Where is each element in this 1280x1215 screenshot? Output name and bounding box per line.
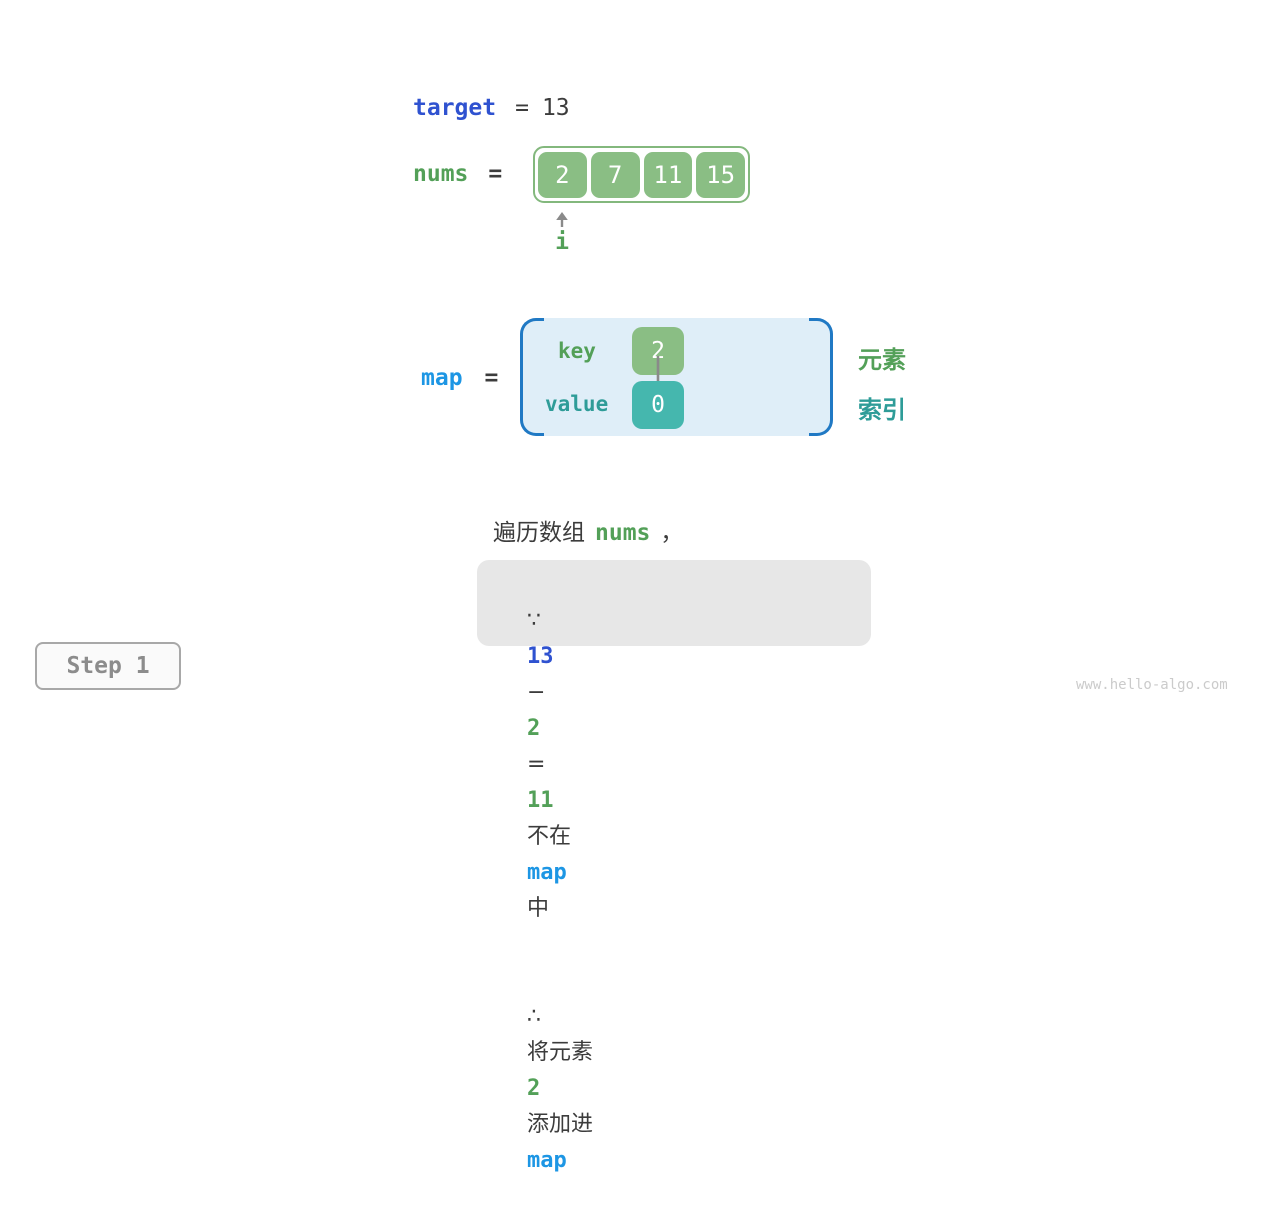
index-side-label: 索引 <box>858 396 906 424</box>
nums-keyword: nums <box>595 520 651 546</box>
array-cell: 7 <box>590 151 640 198</box>
step-badge: Step 1 <box>35 642 181 690</box>
because-sign: ∵ <box>526 608 541 633</box>
element-side-label: 元素 <box>858 346 906 374</box>
right-bracket <box>809 318 833 436</box>
nums-array: 2 7 11 15 <box>533 146 750 203</box>
key-row-label: key <box>558 339 596 363</box>
minus-sign: − <box>526 680 546 705</box>
target-value: 13 <box>541 95 570 121</box>
array-cell: 11 <box>643 151 693 198</box>
difference-number: 11 <box>526 788 554 813</box>
step-badge-label: Step 1 <box>66 653 150 679</box>
caption-line: 遍历数组 nums ， <box>493 513 683 547</box>
map-keyword: map <box>526 860 567 885</box>
note-text: 不在 <box>526 824 571 849</box>
caption-prefix: 遍历数组 <box>493 520 585 546</box>
index-pointer-label: i <box>555 229 569 255</box>
element-number: 2 <box>526 1076 541 1101</box>
equals-sign: = <box>484 365 499 391</box>
equals-sign: = <box>526 752 546 777</box>
target-equation: target = 13 <box>413 95 570 121</box>
caption-suffix: ， <box>660 520 684 546</box>
equals-sign: = <box>515 95 529 121</box>
array-cell: 2 <box>538 151 587 198</box>
equals-sign: = <box>488 161 503 187</box>
target-keyword: target <box>413 95 497 121</box>
up-arrow-icon <box>556 212 568 227</box>
note-text: 中 <box>526 896 549 921</box>
note-line-1: ∵ 13 − 2 = 11 不在 map 中 <box>499 567 871 963</box>
note-line-2: ∴ 将元素 2 添加进 map <box>499 963 871 1215</box>
map-container: key 2 value 0 <box>520 318 833 436</box>
left-bracket <box>520 318 544 436</box>
note-box: ∵ 13 − 2 = 11 不在 map 中 ∴ 将元素 2 添加进 map <box>477 560 871 1173</box>
map-keyword: map <box>421 365 463 391</box>
map-equation: map = <box>421 365 498 391</box>
target-number: 13 <box>526 644 554 669</box>
value-row-label: value <box>545 392 609 416</box>
note-text: 添加进 <box>526 1112 593 1137</box>
nums-equation: nums = <box>413 161 502 187</box>
watermark: www.hello-algo.com <box>1076 677 1228 693</box>
map-keyword: map <box>526 1148 567 1173</box>
therefore-sign: ∴ <box>526 1004 541 1029</box>
nums-keyword: nums <box>413 161 469 187</box>
note-text: 将元素 <box>526 1040 593 1065</box>
map-value-cell: 0 <box>632 381 684 429</box>
array-cell: 15 <box>696 151 745 198</box>
